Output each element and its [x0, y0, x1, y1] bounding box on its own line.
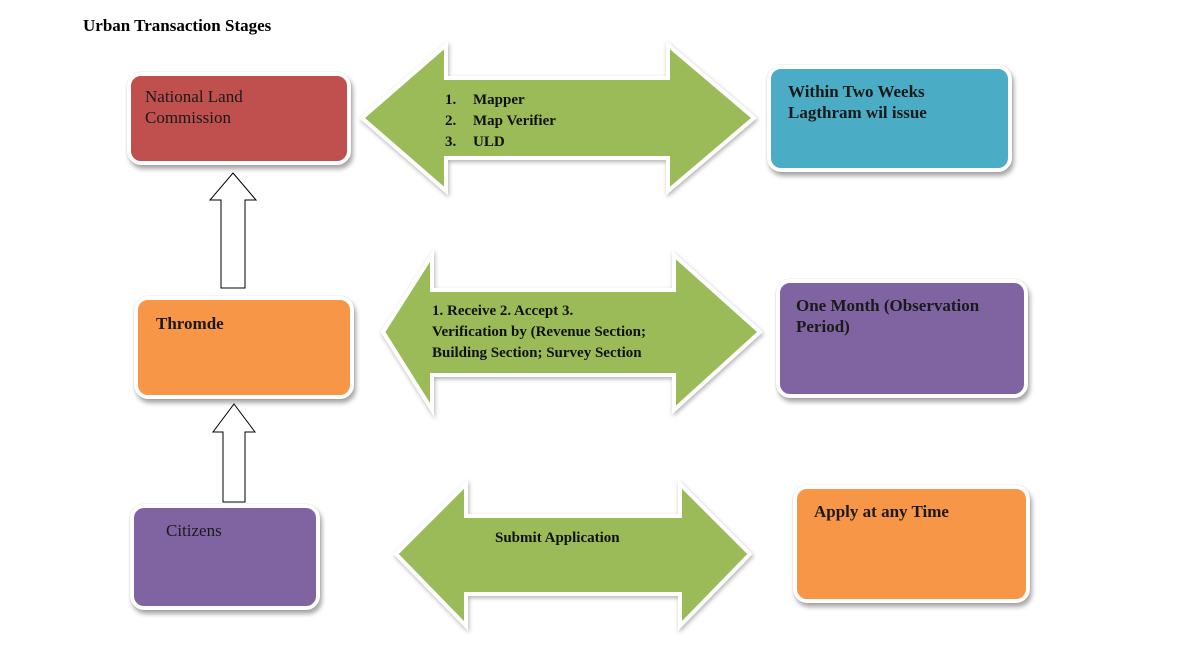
step-number: 2.: [445, 113, 457, 129]
double-arrow-middle: [380, 248, 763, 417]
middle-arrow-text: 1. Receive 2. Accept 3. Verification by …: [432, 303, 646, 361]
box-one-month: One Month (Observation Period): [776, 279, 1028, 398]
up-arrow-citizens-to-thromde: [212, 403, 256, 503]
top-arrow-text: 1. Mapper 2. Map Verifier 3. ULD: [445, 90, 556, 153]
step-number: 1.: [445, 92, 457, 108]
box-thromde-label: Thromde: [156, 314, 224, 333]
double-arrow-bottom: [393, 479, 753, 631]
top-arrow-steps: 1. Mapper 2. Map Verifier 3. ULD: [445, 90, 556, 153]
page-title: Urban Transaction Stages: [83, 16, 272, 35]
box-nlc-label: National Land Commission: [145, 87, 243, 127]
step-label: Map Verifier: [473, 113, 556, 129]
box-within-two-weeks: Within Two Weeks Lagthram wil issue: [767, 65, 1012, 172]
step-item: 3. ULD: [445, 132, 556, 153]
box-citizens-label: Citizens: [166, 521, 222, 540]
box-thromde: Thromde: [134, 296, 354, 399]
step-item: 2. Map Verifier: [445, 111, 556, 132]
bottom-arrow-text: Submit Application: [495, 530, 620, 546]
step-number: 3.: [445, 134, 457, 150]
step-item: 1. Mapper: [445, 90, 556, 111]
box-apply-label: Apply at any Time: [814, 502, 949, 521]
box-citizens: Citizens: [130, 504, 320, 610]
box-one-month-label: One Month (Observation Period): [796, 296, 980, 336]
double-arrow-top: [358, 40, 758, 196]
up-arrow-thromde-to-nlc: [208, 172, 258, 289]
step-label: Mapper: [473, 92, 525, 108]
box-apply-any-time: Apply at any Time: [793, 485, 1030, 603]
box-national-land-commission: National Land Commission: [127, 72, 351, 165]
step-label: ULD: [473, 134, 505, 150]
box-two-weeks-label: Within Two Weeks Lagthram wil issue: [788, 82, 927, 122]
